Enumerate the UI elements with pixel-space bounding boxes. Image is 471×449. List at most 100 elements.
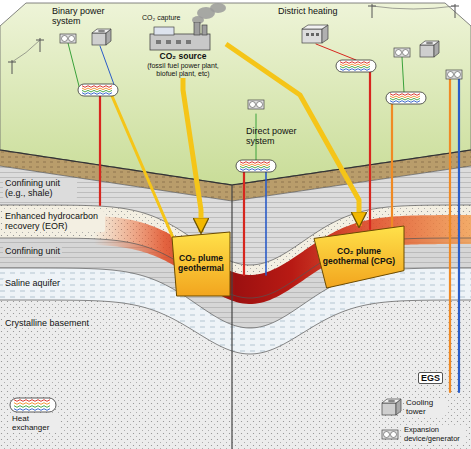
basement-layer-texture: [0, 300, 471, 449]
capture-label: CO₂ capture: [140, 14, 181, 22]
rock-layers: [0, 150, 471, 449]
expansion-device-icon: [248, 100, 264, 109]
plant-window: [186, 40, 191, 44]
tower-top: [382, 399, 401, 403]
hot-well-pipe: [243, 172, 245, 275]
expansion-device-icon: [446, 70, 462, 79]
device-rotor: [448, 72, 454, 78]
legend-item: Cooling tower: [404, 398, 446, 416]
exchanger-coil: [390, 98, 420, 100]
exchanger-coil: [82, 86, 112, 88]
device-body: [394, 48, 410, 57]
legend-label: Heat exchanger: [12, 414, 49, 432]
system-label: EGS: [418, 372, 443, 384]
block-corner-edge: [231, 185, 232, 449]
surface-pipe: [316, 44, 356, 60]
capture-unit: [154, 27, 174, 35]
layer-label: Enhanced hydrocarbon recovery (EOR): [3, 211, 105, 232]
legend-label: Expansion device/generator: [404, 425, 460, 443]
system-label: District heating: [276, 6, 340, 16]
heat-exchanger-icon: [78, 84, 118, 96]
expansion-device-icon: [382, 430, 398, 439]
tower-fan: [426, 42, 433, 45]
heat-exchanger-icon: [236, 160, 276, 172]
plant-hall: [150, 34, 210, 50]
layer-label: Crystalline basement: [3, 318, 91, 328]
device-rotor: [250, 102, 256, 108]
expansion-device-icon: [60, 34, 76, 43]
exchanger-coil: [340, 69, 370, 71]
power-plant-figure: [140, 22, 226, 52]
plume-shape: [314, 226, 404, 288]
hot-well-pipe: [369, 72, 371, 229]
layer-label: Confining unit: [3, 246, 62, 256]
co2-return-pipe: [112, 96, 174, 240]
plant-window: [166, 40, 171, 44]
injection-well-pipe: [265, 172, 267, 275]
egs-production-well: [449, 79, 451, 392]
power-wire: [372, 6, 455, 9]
tower-fan: [388, 400, 395, 403]
tower-front: [92, 33, 106, 45]
exchanger-body: [10, 398, 56, 412]
exchanger-coil: [14, 403, 50, 405]
device-body: [248, 100, 264, 109]
exchanger-body: [336, 60, 376, 72]
hot-well-pipe: [99, 96, 101, 205]
exchanger-body: [78, 84, 118, 96]
cooling-tower-icon: [382, 399, 401, 415]
exchanger-body: [236, 160, 276, 172]
device-body: [60, 34, 76, 43]
exchanger-body: [386, 92, 426, 104]
device-rotor: [384, 432, 390, 438]
device-rotor: [391, 432, 397, 438]
smokestack: [202, 25, 207, 35]
device-rotor: [62, 36, 68, 42]
exchanger-coil: [340, 62, 370, 64]
building-window: [311, 33, 314, 36]
building-front: [302, 29, 322, 43]
heat-exchanger-icon: [10, 398, 56, 412]
node-text: CO₂ plume geothermal: [176, 254, 226, 274]
exchanger-coil: [14, 409, 50, 411]
node-text: CO₂ plume geothermal (CPG): [318, 247, 400, 267]
exchanger-coil: [240, 166, 270, 168]
expansion-device-icon: [394, 48, 410, 57]
egs-injection-well: [458, 79, 460, 392]
exchanger-coil: [240, 169, 270, 171]
device-rotor: [257, 102, 263, 108]
tower-top: [420, 41, 439, 45]
heating-building-icon: [302, 25, 328, 43]
surface-pipe: [68, 43, 80, 90]
node-text: CO₂ source: [160, 52, 207, 62]
system-label: Binary power system: [50, 6, 114, 27]
device-body: [446, 70, 462, 79]
exchanger-coil: [390, 94, 420, 96]
exchanger-coil: [14, 406, 50, 408]
layer-boundary: [0, 300, 471, 354]
heat-exchanger-icon: [336, 60, 376, 72]
co2-pipeline: [183, 78, 201, 232]
exchanger-coil: [82, 88, 112, 90]
basement-layer: [0, 300, 471, 449]
tower-fan: [98, 30, 105, 33]
exchanger-coil: [82, 93, 112, 95]
exchanger-coil: [240, 164, 270, 166]
exchanger-coil: [340, 64, 370, 66]
legend-item: Heat exchanger: [10, 414, 60, 432]
system-label: Direct power system: [244, 126, 308, 147]
exchanger-coil: [14, 400, 50, 402]
plume-shape: [172, 232, 230, 296]
layer-boundary: [0, 268, 471, 328]
exchanger-coil: [340, 66, 370, 68]
device-rotor: [455, 72, 461, 78]
layer-label: Confining unit (e.g., shale): [3, 178, 77, 199]
building-window: [316, 33, 319, 36]
exchanger-coil: [390, 96, 420, 98]
device-rotor: [396, 50, 402, 56]
cooling-tower-icon: [420, 41, 439, 57]
co2-plume-region: CO₂ plume geothermal (CPG): [314, 226, 404, 288]
surface-pipe: [402, 57, 404, 92]
